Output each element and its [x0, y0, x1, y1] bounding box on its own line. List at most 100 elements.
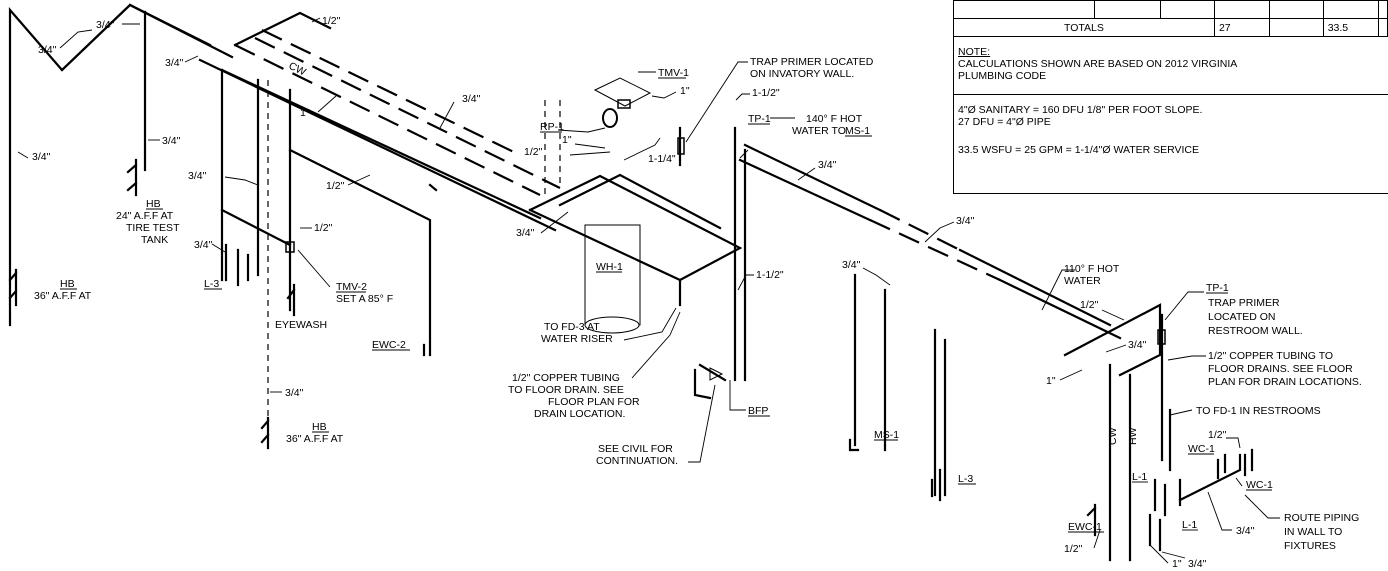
- table-row: [954, 0, 1388, 19]
- tmv2-valve: [285, 241, 295, 253]
- fixture-schedule-totals: TOTALS 27 33.5: [954, 0, 1388, 37]
- copper-tubing-note: TO FLOOR DRAIN. SEE: [508, 384, 624, 396]
- size-label: 3/4": [516, 227, 535, 239]
- size-label: 3/4": [285, 387, 304, 399]
- hot-water-140-ms1: MS-1: [845, 125, 870, 137]
- hb-symbol-1: [126, 158, 138, 197]
- calculation-notes-box: TOTALS 27 33.5 NOTE: CALCULATIONS SHOWN …: [953, 0, 1388, 194]
- size-label: 1/2": [322, 15, 341, 27]
- size-label: 3/4": [32, 151, 51, 163]
- table-cell: [1159, 0, 1215, 19]
- size-label: 1": [680, 85, 690, 97]
- size-label: 1-1/2": [756, 269, 784, 281]
- hb1-note: TIRE TEST: [126, 222, 180, 234]
- totals-wsfu: 33.5: [1322, 18, 1380, 37]
- pipe-main-dashed-1: [234, 44, 541, 196]
- notes-heading: NOTE:: [958, 46, 991, 58]
- table-cell: [1378, 18, 1388, 37]
- notes-sanitary-line: 4"Ø SANITARY = 160 DFU 1/8" PER FOOT SLO…: [958, 104, 1203, 116]
- civil-note: SEE CIVIL FOR: [598, 443, 673, 455]
- l3-tag-left: L-3: [204, 278, 219, 290]
- size-label: 1": [1172, 558, 1182, 570]
- l1-tag: L-1: [1182, 519, 1197, 531]
- bfp-tag: BFP: [748, 405, 768, 417]
- hot-water-110-note: 110° F HOT: [1064, 263, 1120, 275]
- notes-wsfu-line: 33.5 WSFU = 25 GPM = 1-1/4"Ø WATER SERVI…: [958, 144, 1200, 156]
- hot-water-110-note: WATER: [1064, 275, 1101, 287]
- size-label: 1/2": [1208, 429, 1227, 441]
- size-label: 3/4": [96, 19, 115, 31]
- l1-symbol-b: [1148, 513, 1162, 552]
- tmv1-box: [593, 77, 652, 107]
- hb3-tag: HB: [312, 421, 327, 433]
- table-cell: [1094, 0, 1161, 19]
- route-piping-note: ROUTE PIPING: [1284, 512, 1359, 524]
- tmv2-note: SET A 85° F: [336, 293, 393, 305]
- size-label: 1/2": [326, 180, 345, 192]
- size-label: 1/2": [314, 222, 333, 234]
- civil-note: CONTINUATION.: [596, 455, 678, 467]
- size-label: 1": [1046, 375, 1056, 387]
- l3-mid-symbol: [930, 468, 942, 502]
- pipe-tire-test: [220, 208, 292, 247]
- bfp-valve: [709, 367, 724, 381]
- size-label: 1/2": [1064, 543, 1083, 555]
- pipe-center-inner: [558, 173, 722, 230]
- ewc2-tag: EWC-2: [372, 339, 406, 351]
- trap-primer-right-note: TRAP PRIMER: [1208, 297, 1280, 309]
- hb1-note: TANK: [141, 234, 168, 246]
- pipe-main-upper: [233, 11, 332, 47]
- size-label: 3/4": [38, 44, 57, 56]
- hb-symbol-2: [8, 268, 18, 307]
- wc1-symbol-b: [1243, 448, 1254, 477]
- wc1-tag: WC-1: [1188, 443, 1215, 455]
- hot-water-140-note: WATER TO: [792, 125, 846, 137]
- size-label: 3/4": [842, 259, 861, 271]
- hb1-note: 24" A.F.F AT: [116, 210, 174, 222]
- l3-tag-mid: L-3: [958, 473, 973, 485]
- size-label: 1-1/2": [752, 87, 780, 99]
- trap-primer-tp1-right: [1157, 329, 1166, 345]
- table-cell: [954, 0, 1096, 19]
- copper-tubing-right-note: FLOOR DRAINS. SEE FLOOR: [1208, 363, 1353, 375]
- pipe-right-trunk-dash-a: [869, 219, 1001, 281]
- diagram-labels: 3/4" 3/4" 3/4" 1/2" 1" 3/4" 3/4" 3/4" 3/…: [32, 15, 1362, 570]
- trap-primer-right-note: LOCATED ON: [1208, 311, 1275, 323]
- bfp-symbol: [693, 363, 727, 400]
- trap-primer-note: ON INVATORY WALL.: [750, 68, 854, 80]
- tp1-tag: TP-1: [748, 113, 771, 125]
- copper-tubing-right-note: PLAN FOR DRAIN LOCATIONS.: [1208, 376, 1362, 388]
- totals-dfu: 27: [1213, 18, 1270, 37]
- cw-label-top: CW: [287, 60, 308, 78]
- rp1-tag: RP-1: [540, 121, 564, 133]
- size-label: 3/4": [165, 57, 184, 69]
- pipe-right-trunk-b: [743, 143, 882, 212]
- ewc1-tag: EWC-1: [1068, 521, 1102, 533]
- eyewash-symbol: [286, 283, 296, 317]
- tp1-tag-right: TP-1: [1206, 282, 1229, 294]
- copper-tubing-note: FLOOR PLAN FOR: [548, 396, 640, 408]
- size-label: 3/4": [956, 215, 975, 227]
- l1-tag: L-1: [1132, 471, 1147, 483]
- size-label: 1/2": [524, 146, 543, 158]
- leader-lines: [17, 17, 1280, 564]
- eyewash-label: EYEWASH: [275, 319, 327, 331]
- pipe-main-dashed-2: [254, 37, 561, 189]
- copper-tubing-note: DRAIN LOCATION.: [534, 408, 625, 420]
- trap-primer-tp1-top: [677, 137, 685, 155]
- pipe-main-dashed-3: [261, 29, 521, 156]
- notes-divider: [954, 94, 1388, 95]
- hb1-tag: HB: [146, 198, 161, 210]
- pipe-left-drop: [128, 3, 212, 47]
- hb2-note: 36" A.F.F AT: [34, 290, 92, 302]
- trap-primer-right-note: RESTROOM WALL.: [1208, 325, 1303, 337]
- size-label: 3/4": [162, 135, 181, 147]
- size-label: 1": [300, 107, 310, 119]
- pipe-right-trunk-c: [958, 248, 1112, 327]
- size-label: 1-1/4": [648, 153, 676, 165]
- wc1-symbol-a: [1216, 453, 1227, 480]
- l1-symbol-a: [1153, 478, 1167, 517]
- fd1-note: TO FD-1 IN RESTROOMS: [1196, 405, 1321, 417]
- size-label: 1": [562, 134, 572, 146]
